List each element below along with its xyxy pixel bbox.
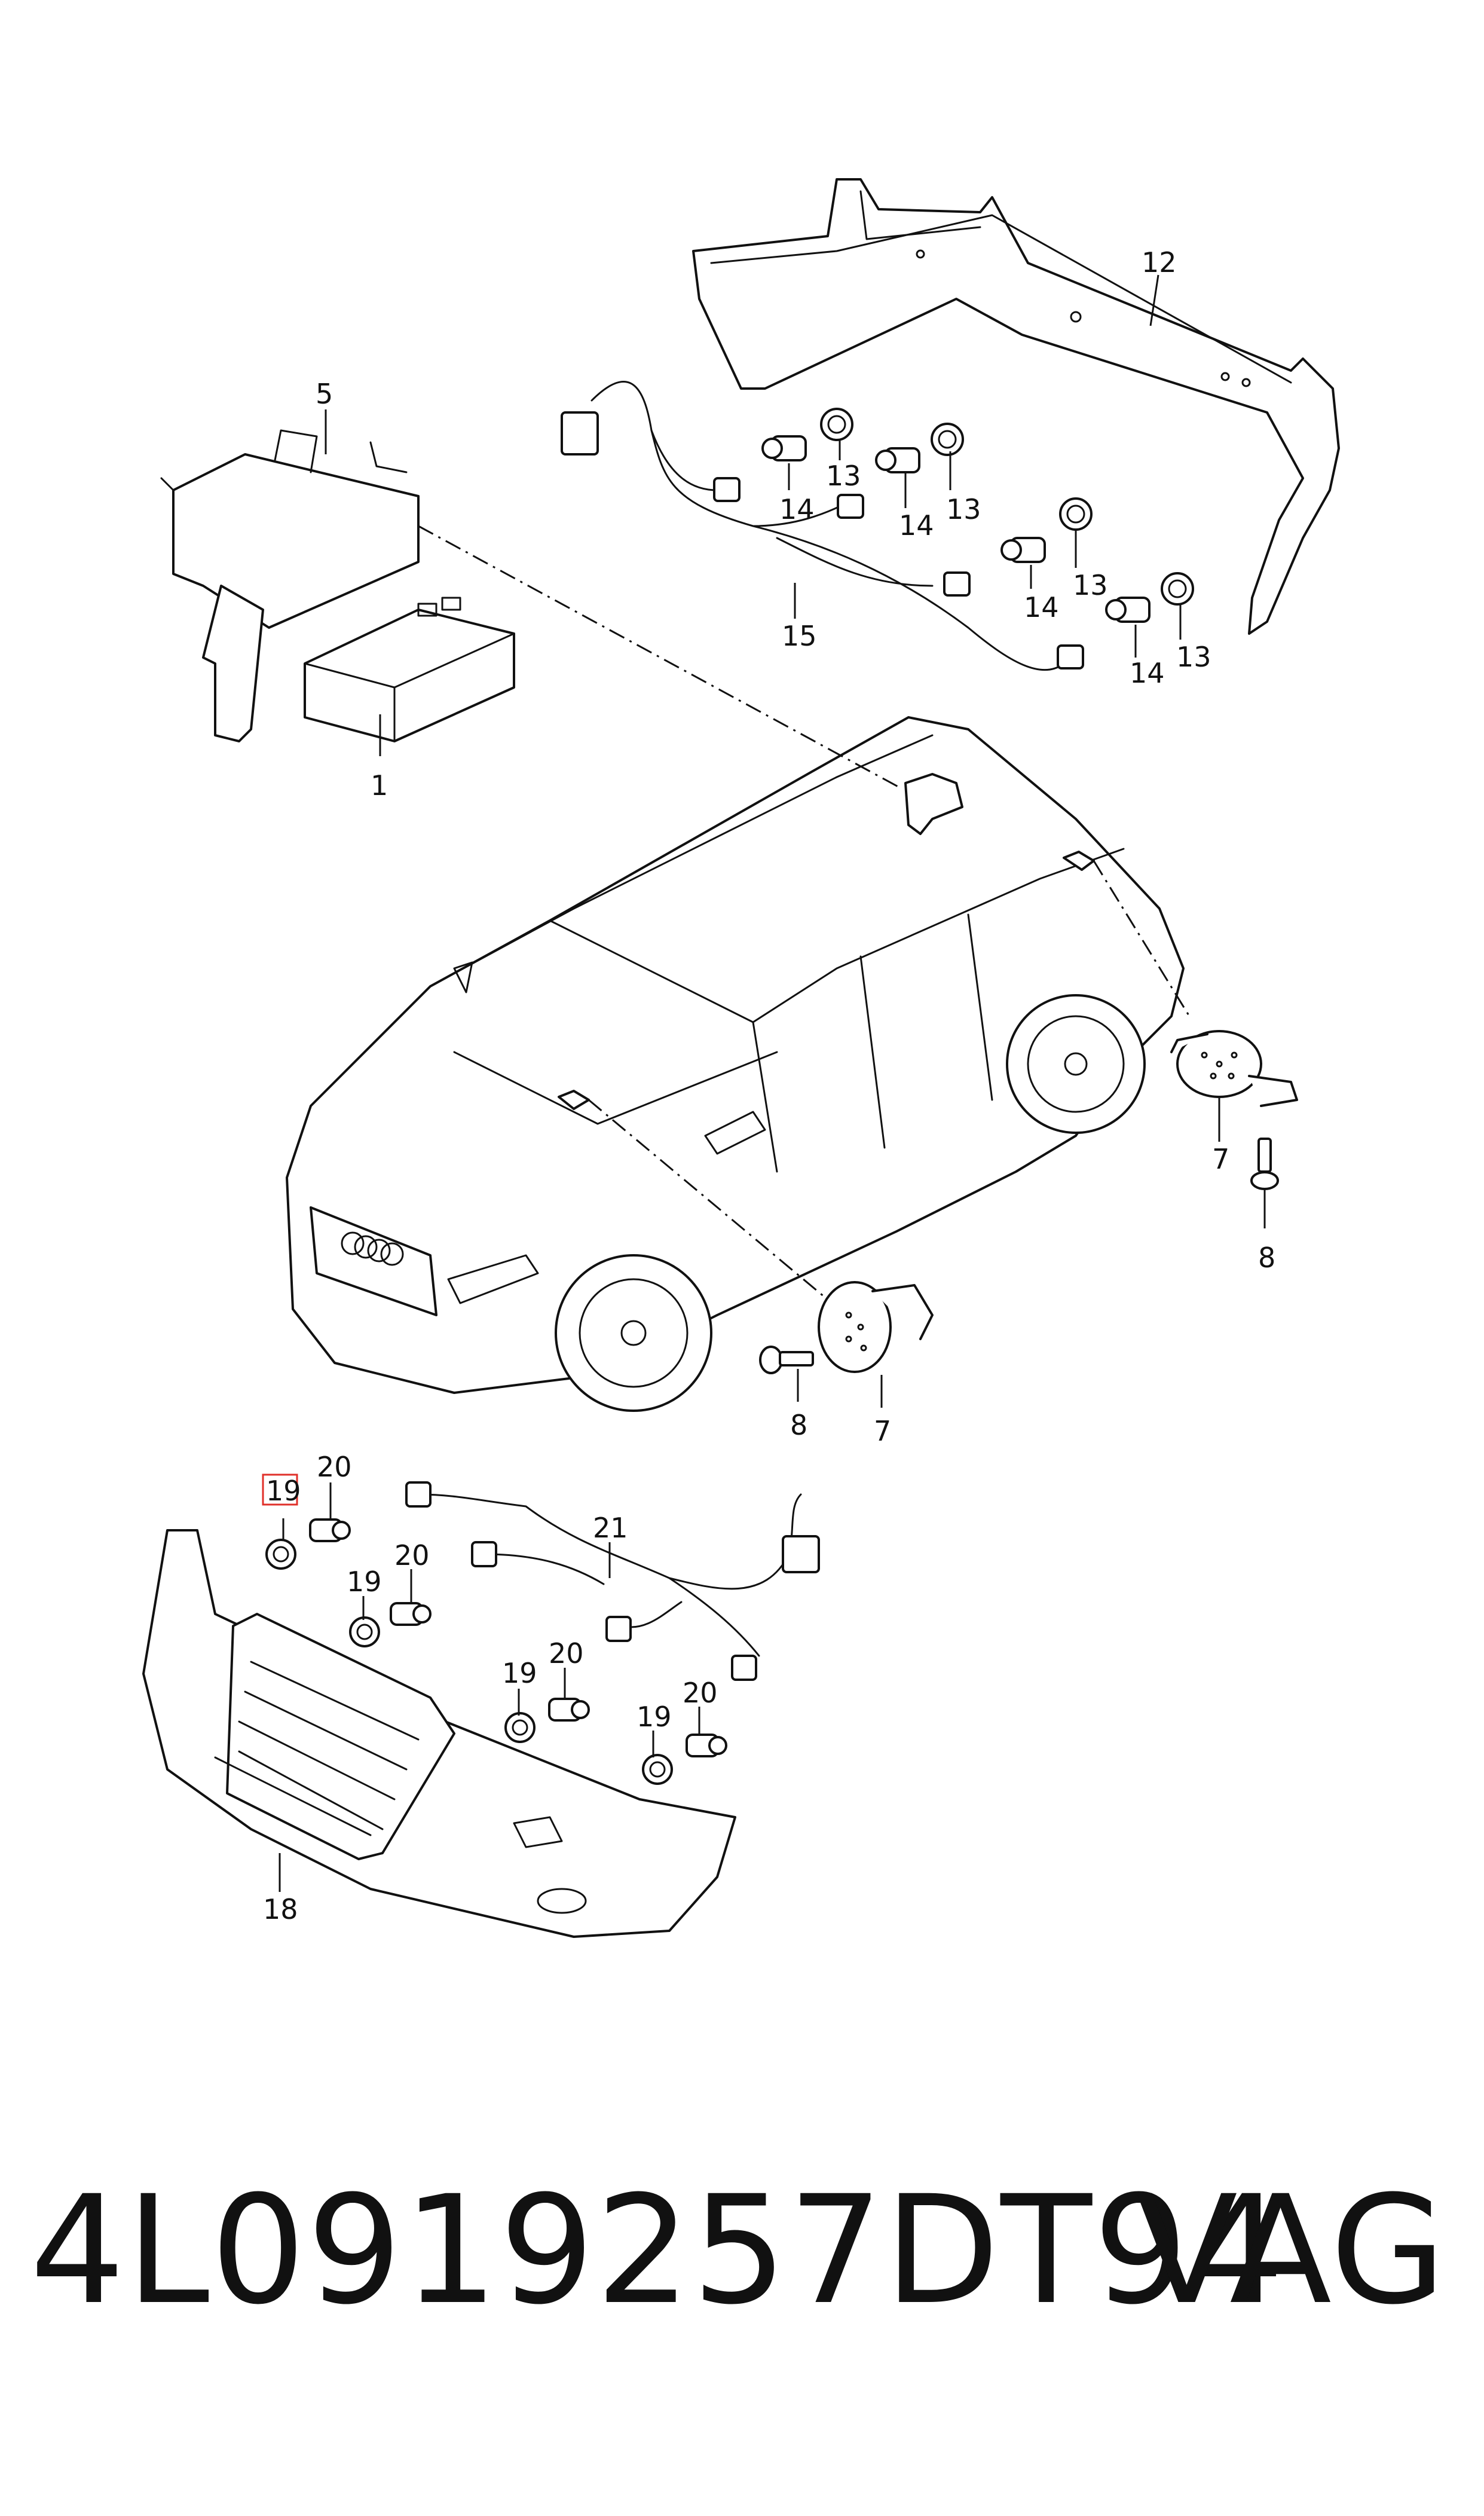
callout-13: 13 xyxy=(946,493,981,525)
callout-14: 14 xyxy=(899,509,934,542)
front-park-sensors xyxy=(265,1518,727,1785)
screw-rear xyxy=(1250,1138,1279,1190)
callout-18: 18 xyxy=(263,1893,298,1925)
callout-7: 7 xyxy=(874,1415,891,1447)
callout-8: 8 xyxy=(1258,1242,1275,1274)
callout-14: 14 xyxy=(779,493,815,525)
callout-14: 14 xyxy=(1024,591,1059,623)
callout-20: 20 xyxy=(317,1451,352,1483)
callout-20: 20 xyxy=(549,1637,584,1670)
callout-21: 21 xyxy=(593,1512,628,1544)
callout-19: 19 xyxy=(637,1701,672,1733)
mounting-bracket xyxy=(160,429,420,742)
callout-19: 19 xyxy=(347,1566,382,1598)
callout-12: 12 xyxy=(1142,246,1177,279)
callout-19-highlighted[interactable]: 19 xyxy=(266,1475,301,1507)
front-wheel xyxy=(555,1254,712,1412)
warning-buzzer-rear xyxy=(1170,1030,1298,1107)
part-number-footer: 4L0919257DT94 VAG xyxy=(0,2176,1484,2331)
callout-13: 13 xyxy=(826,460,861,492)
callout-20: 20 xyxy=(683,1677,718,1709)
rear-wheel xyxy=(1006,994,1146,1134)
callout-1: 1 xyxy=(371,769,388,802)
warning-buzzer-front xyxy=(818,1281,934,1373)
selected-callout-highlight xyxy=(262,1473,298,1506)
callout-8: 8 xyxy=(790,1409,807,1441)
brand-name: VAG xyxy=(1136,2163,1448,2337)
screw-front xyxy=(759,1346,814,1374)
callout-13: 13 xyxy=(1176,641,1211,673)
rear-wiring-harness xyxy=(561,381,1084,671)
callout-19: 19 xyxy=(502,1657,537,1689)
four-rings-logo xyxy=(341,1231,404,1266)
callout-labels: 5 1 12 13 14 13 14 13 14 13 14 15 7 8 7 … xyxy=(263,246,1275,1925)
callout-20: 20 xyxy=(394,1539,430,1572)
rear-bumper xyxy=(692,178,1340,635)
part-number: 4L0919257DT94 xyxy=(30,2163,1286,2337)
parking-aid-control-module xyxy=(304,597,515,742)
vehicle-outline xyxy=(286,716,1185,1412)
front-wiring-harness xyxy=(405,1481,820,1681)
callout-5: 5 xyxy=(316,378,333,410)
callout-14: 14 xyxy=(1130,657,1165,689)
callout-13: 13 xyxy=(1073,569,1108,601)
front-bumper xyxy=(142,1529,736,1938)
callout-7: 7 xyxy=(1212,1143,1229,1175)
location-leader-lines xyxy=(418,525,1191,1298)
rear-park-sensors xyxy=(761,408,1194,623)
callout-15: 15 xyxy=(782,620,817,652)
callout-leaders xyxy=(279,274,1266,1892)
